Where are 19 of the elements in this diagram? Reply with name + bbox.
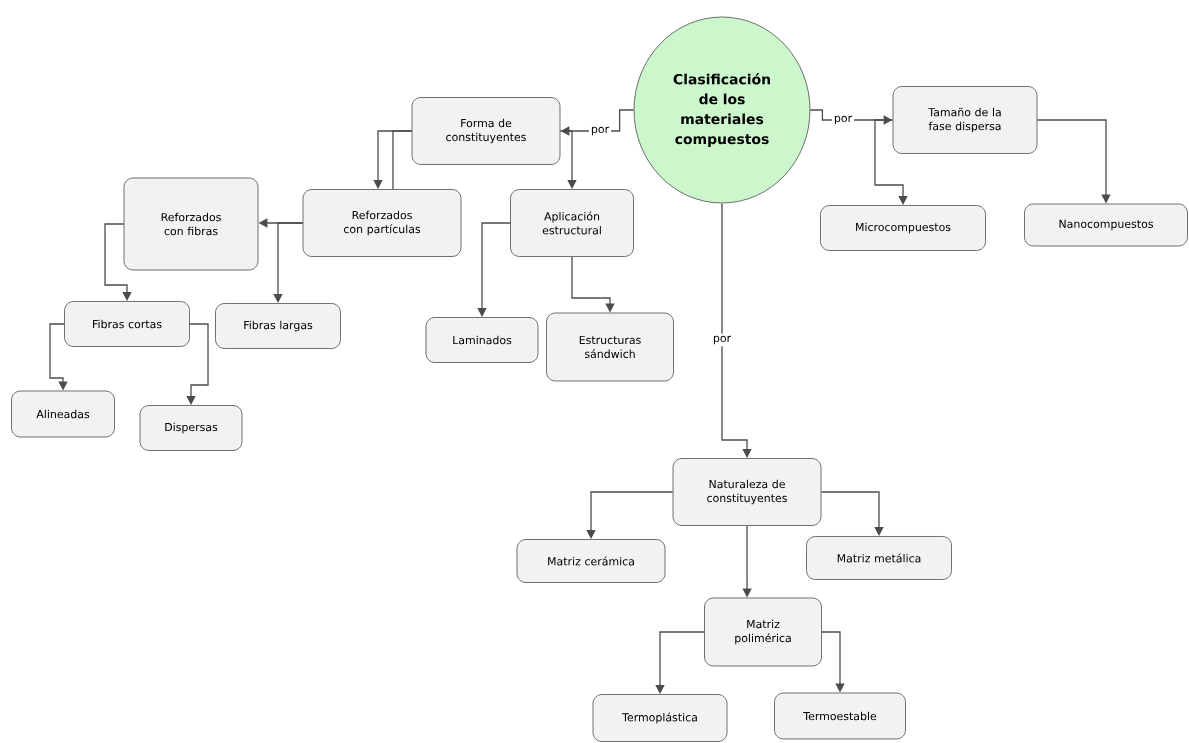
- concept-box: Laminados: [425, 317, 539, 363]
- concept-box: Reforzados con partículas: [302, 189, 462, 257]
- concept-box: Naturaleza de constituyentes: [672, 458, 822, 526]
- concept-box: Fibras largas: [215, 303, 341, 349]
- concept-box: Matriz cerámica: [516, 539, 666, 583]
- concept-box: Reforzados con fibras: [123, 177, 259, 271]
- concept-box: Estructuras sándwich: [546, 312, 674, 382]
- concept-box: Matriz polimérica: [704, 597, 822, 667]
- concept-box: Microcompuestos: [820, 205, 986, 251]
- concept-box: Termoestable: [774, 692, 906, 740]
- concept-box: Aplicación estructural: [510, 189, 634, 257]
- concept-box: Tamaño de la fase dispersa: [892, 86, 1038, 154]
- concept-box: Nanocompuestos: [1024, 203, 1188, 247]
- concept-box: Fibras cortas: [64, 301, 190, 347]
- concept-box: Termoplástica: [592, 694, 728, 742]
- concept-box: Dispersas: [139, 405, 243, 451]
- concept-box: Matriz metálica: [806, 536, 952, 580]
- concept-box: Forma de constituyentes: [411, 97, 561, 165]
- concept-box: Alineadas: [11, 390, 115, 438]
